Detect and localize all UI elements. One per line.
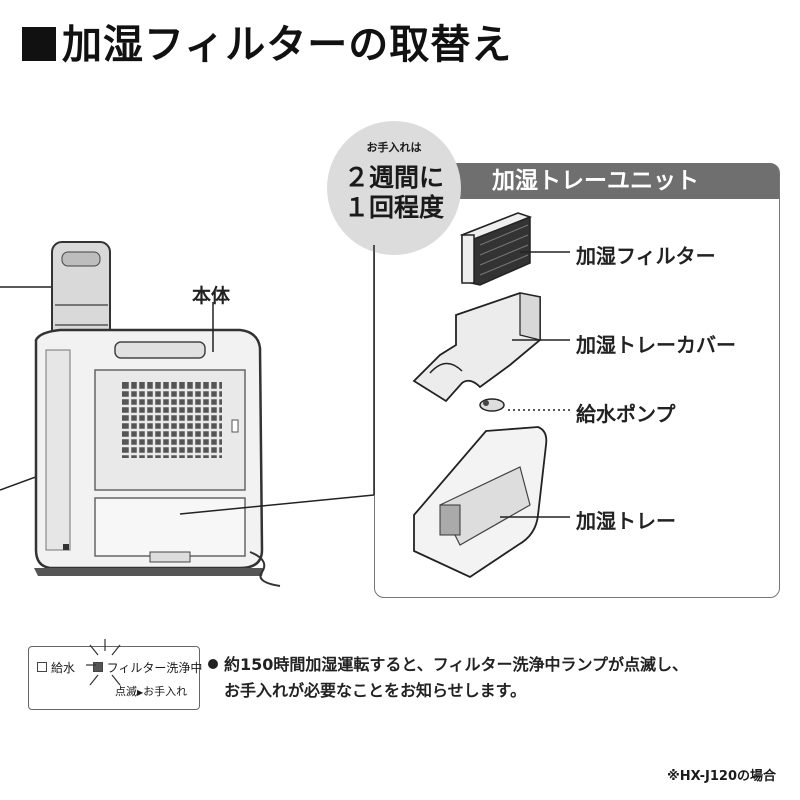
note-line2: お手入れが必要なことをお知らせします。 [224,681,527,700]
care-interval-line1: ２週間に [343,163,444,192]
note-line1: 約150時間加湿運転すると、フィルター洗浄中ランプが点滅し、 [224,655,688,674]
page-title: 加湿フィルターの取替え [22,12,512,70]
body-label: 本体 [192,285,231,307]
lamp-indicator-box: 給水 フィルター洗浄中 点滅▶お手入れ [28,646,203,710]
part-label-tray-cover: 加湿トレーカバー [576,333,736,357]
blink-burst-icon [86,639,121,686]
humidifier-illustration [0,241,375,587]
tray-unit-header: 加湿トレーユニット [452,163,779,199]
part-leader-lines [500,251,570,518]
pointer-line-tray [179,494,375,515]
tray-door [94,497,246,557]
arrow-right-icon: ▶ [137,688,144,697]
part-label-tray: 加湿トレー [576,509,676,533]
title-square-icon [22,27,56,61]
bubble-connector [373,245,375,495]
part-label-filter: 加湿フィルター [576,244,716,268]
care-interval-line2: １回程度 [343,193,444,222]
filter-lamp-icon [92,662,103,672]
tray-cover [412,292,541,403]
care-interval-prefix: お手入れは [366,141,422,154]
lamp-note: 約150時間加湿運転すると、フィルター洗浄中ランプが点滅し、 お手入れが必要なこ… [208,652,688,704]
care-interval-bubble: お手入れは ２週間に １回程度 [327,121,461,255]
water-lamp-icon [37,662,47,672]
page-title-text: 加湿フィルターの取替え [62,22,513,68]
water-pump [479,398,505,412]
model-footnote: ※HX-J120の場合 [667,769,776,784]
tray-unit-parts-illustration [412,212,548,579]
humidifying-tray [413,426,548,579]
care-label: お手入れ [143,685,188,698]
part-label-pump: 給水ポンプ [576,402,676,426]
blink-label: 点滅 [115,685,137,698]
humidifying-filter [459,212,533,286]
bullet-icon [208,659,218,669]
water-lamp-label: 給水 [51,661,76,675]
filter-lamp-label: フィルター洗浄中 [106,661,203,675]
